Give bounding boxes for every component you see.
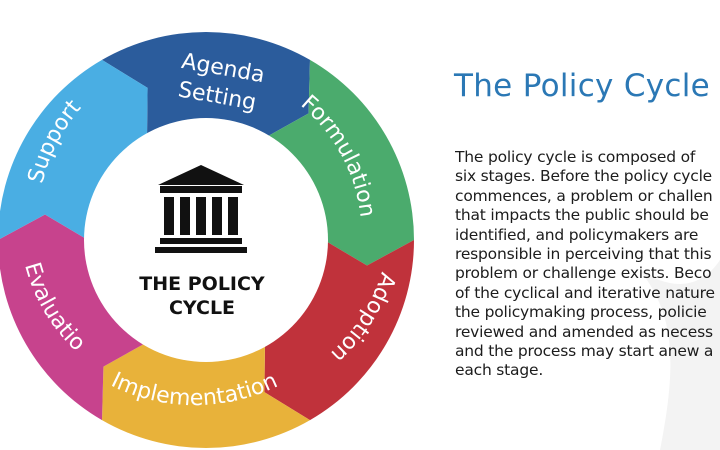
panel-body-line: commences, a problem or challen (455, 186, 713, 205)
segment-support (0, 59, 148, 240)
panel-body-line: problem or challenge exists. Beco (455, 264, 712, 283)
panel-body-line: six stages. Before the policy cycle (455, 167, 713, 186)
panel-body-line: The policy cycle is composed of (455, 148, 696, 166)
panel-body-line: that impacts the public should be (455, 206, 709, 225)
government-building-icon (155, 165, 247, 253)
center-title-line2: CYCLE (169, 297, 235, 319)
segment-adoption (264, 240, 414, 421)
segment-formulation (265, 59, 415, 266)
panel-body-line: the policymaking process, policie (455, 303, 707, 322)
panel-body-line: reviewed and amended as necess (455, 322, 713, 341)
segment-implementation (102, 342, 310, 448)
panel-body-line: and the process may start anew a (455, 342, 714, 361)
panel-body-line: each stage. (455, 361, 544, 380)
policy-cycle-diagram: THE POLICY CYCLE Agenda Setting Support … (0, 31, 415, 448)
panel-body-line: of the cyclical and iterative nature (455, 283, 715, 302)
center-title-line1: THE POLICY (139, 273, 265, 295)
watermark-shape (640, 260, 720, 450)
panel-title: The Policy Cycle (454, 68, 711, 104)
panel-body-line: responsible in perceiving that this (455, 245, 712, 264)
segment-agenda-setting (102, 31, 310, 138)
segment-evaluation (0, 214, 147, 421)
panel-body-line: identified, and policymakers are (455, 225, 699, 244)
